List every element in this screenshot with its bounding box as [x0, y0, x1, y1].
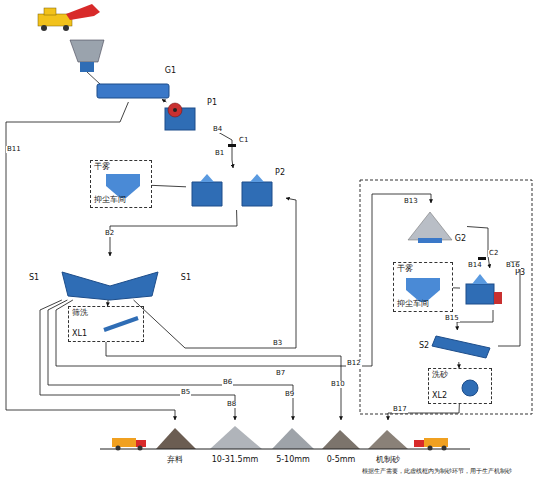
metal-detector	[478, 257, 486, 260]
sand-maker: P3	[460, 268, 526, 310]
node-label: 机制砂	[375, 455, 401, 466]
node-label: 弃料	[166, 455, 184, 466]
cone-crushers	[192, 174, 272, 206]
cone-crusher: P2	[186, 168, 286, 210]
conveyor-label: B12	[346, 360, 362, 367]
conveyor-line	[110, 210, 237, 256]
screen: S2	[418, 330, 498, 362]
hopper	[70, 40, 104, 84]
conveyor-line	[40, 300, 235, 420]
node-label: G2	[454, 234, 467, 245]
conveyor-label: C1	[238, 137, 249, 144]
conveyor-label: B14	[467, 262, 483, 269]
node-label: P1	[206, 98, 218, 109]
conveyor-line	[152, 185, 186, 186]
node-label: S2	[418, 341, 430, 352]
conveyor-label: C2	[488, 250, 499, 257]
conveyor-line	[134, 198, 296, 348]
stockpiles	[156, 426, 408, 449]
node-label: S1	[180, 273, 192, 284]
node-label: P2	[274, 168, 286, 179]
conveyor-line	[48, 300, 293, 420]
conveyor-label: B11	[6, 146, 22, 153]
conveyor-line	[457, 310, 493, 330]
loader-truck	[112, 438, 146, 451]
conveyor-label: B17	[392, 406, 408, 413]
conveyor-line	[162, 99, 166, 102]
node-label: S1	[28, 273, 40, 284]
node-label: 5-10mm	[275, 455, 311, 466]
node-label: XL1	[71, 329, 88, 340]
node-label: G1	[164, 66, 177, 77]
stockpile: 10-31.5mm	[203, 420, 267, 466]
loader-truck	[414, 438, 448, 451]
dust-silo	[406, 278, 440, 302]
sand-washer	[462, 380, 478, 396]
screen: S1 S1	[28, 256, 192, 300]
jaw-crusher: P1	[162, 98, 218, 134]
conveyor-label: B1	[214, 150, 225, 157]
ground-line	[100, 448, 470, 449]
conveyor-label: B10	[330, 381, 346, 388]
washer: 筛洗 XL1	[68, 306, 144, 342]
conveyor-label: B4	[212, 126, 223, 133]
conveyor-label: B9	[284, 391, 295, 398]
excavator	[38, 4, 100, 31]
sand-region	[360, 180, 532, 414]
sand-maker	[466, 274, 502, 304]
feeder	[97, 84, 169, 98]
conveyor-label: B3	[272, 340, 283, 347]
conveyor-label: B15	[444, 315, 460, 322]
screen	[432, 336, 490, 358]
node-label: 筛洗	[71, 308, 89, 319]
stockpile: 机制砂	[365, 420, 411, 466]
node-label: 0-5mm	[326, 455, 357, 466]
node-label: XL2	[431, 391, 448, 402]
surge-pile	[408, 212, 452, 243]
conveyor-label: B13	[403, 198, 419, 205]
dust-room: 干雾抑尘车间	[393, 262, 453, 312]
conveyor-line	[388, 404, 459, 420]
conveyor-label: B8	[226, 401, 237, 408]
caption-note: 根据生产需要，此虚线框内为制砂环节，用于生产机制砂	[362, 467, 544, 474]
stockpile: 0-5mm	[319, 420, 363, 466]
washer: 洗砂 XL2	[428, 368, 492, 404]
node-label: P3	[514, 268, 526, 279]
sand-washer	[104, 318, 138, 330]
node-label: 洗砂	[431, 370, 449, 381]
conveyor-line	[467, 227, 490, 268]
stockpile: 5-10mm	[269, 420, 317, 466]
conveyor-line	[6, 102, 175, 420]
dust-silo	[106, 174, 140, 198]
dust-room: 干雾抑尘车间	[90, 160, 152, 208]
conveyor-line	[106, 342, 341, 420]
conveyor-label: B5	[180, 389, 191, 396]
stockpile: 弃料	[150, 420, 200, 466]
jaw-crusher	[165, 103, 195, 130]
node-label: 干雾	[93, 162, 111, 173]
conveyor-line	[453, 287, 460, 288]
surge-pile: G2	[395, 203, 467, 245]
node-label: 抑尘车间	[396, 299, 430, 310]
node-label: 干雾	[396, 264, 414, 275]
conveyor-label: B6	[222, 379, 233, 386]
conveyor-label: B7	[275, 370, 286, 377]
conveyor-label: B16	[505, 262, 521, 269]
vibrating-screen	[62, 272, 158, 300]
feeder: G1	[95, 66, 177, 102]
conveyor-line	[56, 194, 431, 366]
conveyor-label: B2	[104, 230, 115, 237]
node-label: 10-31.5mm	[211, 455, 259, 466]
node-label: 抑尘车间	[93, 195, 127, 206]
